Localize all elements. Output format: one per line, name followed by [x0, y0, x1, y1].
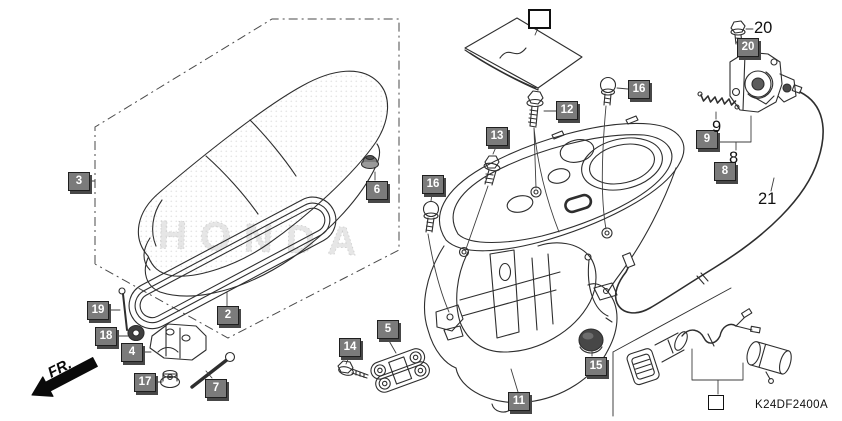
callout-text-21: 21 [758, 190, 777, 208]
callout-box-20[interactable]: 20 [737, 38, 759, 57]
document-bag-drawing [464, 17, 583, 91]
callout-box-5[interactable]: 5 [377, 320, 399, 339]
screw-16-left-drawing [422, 200, 440, 233]
callout-box-3[interactable]: 3 [68, 172, 90, 191]
accessory-kit-drawing [612, 287, 792, 417]
empty-callout-box-bottom[interactable] [708, 395, 724, 410]
callout-box-18[interactable]: 18 [95, 327, 117, 346]
washer-drawing [127, 324, 145, 342]
grommet-drawing [578, 328, 604, 354]
callout-box-14[interactable]: 14 [339, 338, 361, 357]
callout-text-9: 9 [712, 118, 722, 136]
seat-lock-cable-drawing [614, 91, 824, 314]
screw-16-right-drawing [599, 76, 617, 106]
latch-spring-drawing [697, 91, 740, 110]
callout-text-8: 8 [729, 149, 739, 167]
bolt-14-drawing [337, 360, 369, 379]
hinge-plate-drawing [370, 348, 430, 393]
nut-drawing [159, 369, 181, 389]
callout-box-11[interactable]: 11 [508, 392, 530, 411]
callout-box-16-left[interactable]: 16 [422, 175, 444, 194]
bolt-13-drawing [483, 155, 501, 186]
fr-direction-arrow: FR. [31, 355, 98, 397]
hinge-bracket-drawing [149, 323, 207, 361]
cotter-pin-drawing [118, 287, 128, 331]
callout-box-4[interactable]: 4 [121, 343, 143, 362]
callout-box-13[interactable]: 13 [486, 127, 508, 146]
callout-box-2[interactable]: 2 [217, 306, 239, 325]
callout-box-12[interactable]: 12 [556, 101, 578, 120]
seat-section-frame [94, 18, 400, 339]
callout-box-8[interactable]: 8 [714, 162, 736, 181]
seat-latch-drawing [729, 51, 803, 113]
callout-box-15[interactable]: 15 [585, 357, 607, 376]
callout-text-20: 20 [754, 19, 773, 37]
empty-callout-box-top[interactable] [528, 9, 551, 29]
bolt-12-drawing [526, 90, 544, 128]
leader-lines [87, 27, 775, 395]
hinge-pin-drawing [190, 351, 236, 389]
callout-box-17[interactable]: 17 [134, 373, 156, 392]
diagram-code: K24DF2400A [755, 399, 829, 411]
callout-box-9[interactable]: 9 [696, 130, 718, 149]
callout-box-16-right[interactable]: 16 [628, 80, 650, 99]
callout-box-6[interactable]: 6 [366, 181, 388, 200]
callout-box-19[interactable]: 19 [87, 301, 109, 320]
bumper-drawing [360, 154, 380, 170]
callout-box-7[interactable]: 7 [205, 379, 227, 398]
luggage-box-drawing [423, 115, 685, 413]
seat-trim-drawing [128, 196, 337, 330]
